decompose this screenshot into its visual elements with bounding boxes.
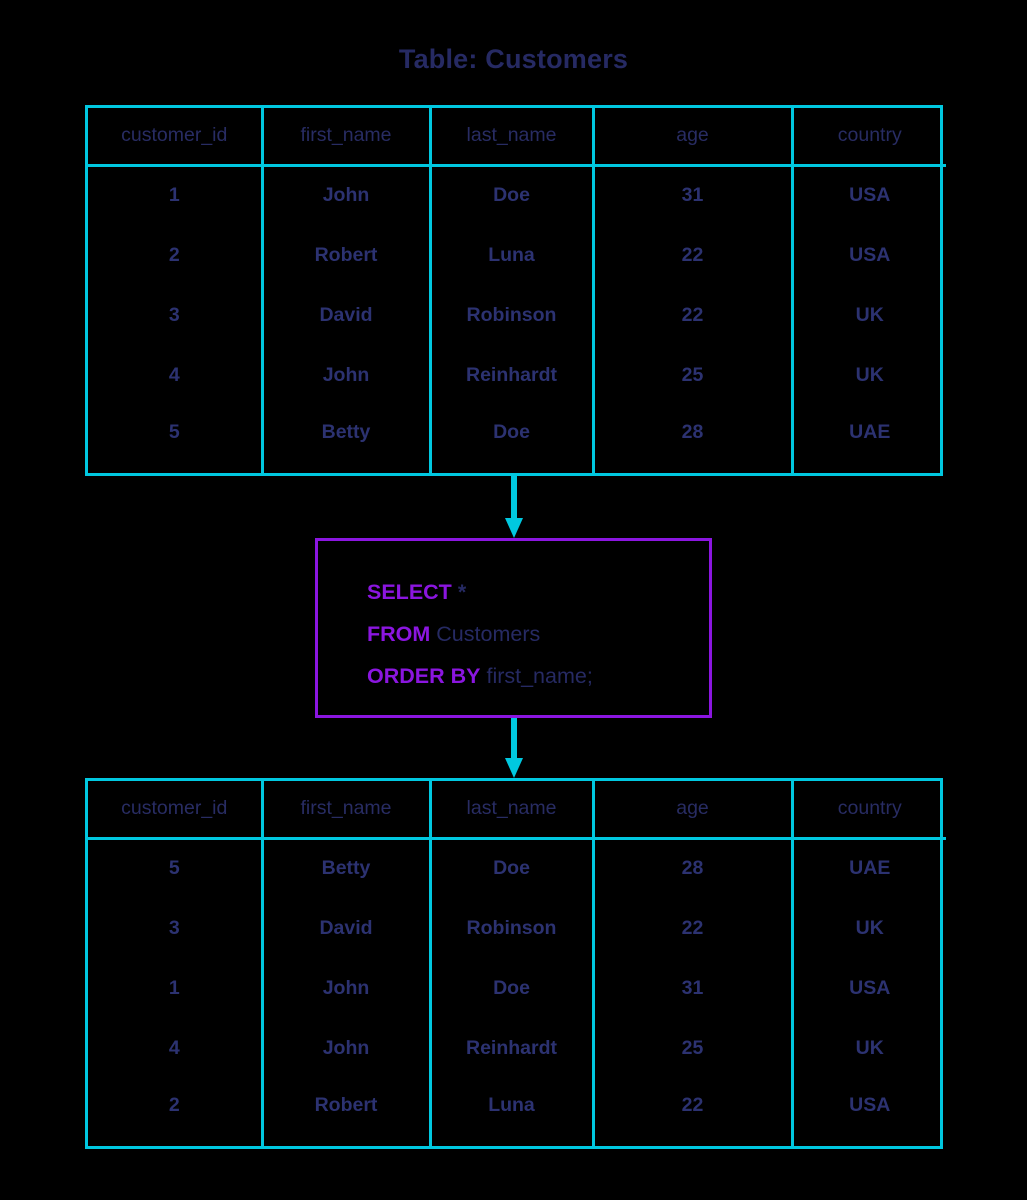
cell-country: UK: [855, 303, 884, 326]
cell-first-name: David: [262, 898, 432, 958]
table-row: 2 Robert Luna 22 USA: [88, 225, 946, 285]
cell-country: UK: [855, 916, 884, 939]
column-header-country: country: [792, 108, 946, 167]
table-row: 3 David Robinson 22 UK: [88, 898, 946, 958]
table-row: 1 John Doe 31 USA: [88, 165, 946, 225]
column-header-customer-id: customer_id: [88, 108, 264, 167]
cell-first-name: Betty: [262, 405, 432, 473]
cell-customer-id: 2: [88, 225, 264, 285]
cell-first-name: John: [262, 1018, 432, 1078]
column-header-first-name: first_name: [262, 781, 432, 840]
result-table-grid: customer_id first_name last_name age cou…: [88, 781, 946, 1146]
cell-last-name: Doe: [430, 405, 595, 473]
cell-customer-id: 1: [88, 958, 264, 1018]
cell-customer-id: 3: [88, 285, 264, 345]
cell-age: 31: [593, 165, 794, 225]
page-title: Table: Customers: [398, 44, 629, 74]
sql-line-order-by: ORDER BY first_name;: [367, 655, 593, 697]
table-row: 1 John Doe 31 USA: [88, 958, 946, 1018]
cell-last-name: Doe: [430, 165, 595, 225]
cell-last-name: Reinhardt: [430, 345, 595, 405]
cell-country: USA: [849, 976, 891, 999]
cell-last-name: Doe: [430, 958, 595, 1018]
cell-customer-id: 5: [88, 405, 264, 473]
cell-customer-id: 4: [88, 1018, 264, 1078]
sql-keyword-from: FROM: [367, 622, 431, 646]
cell-age: 22: [593, 898, 794, 958]
cell-country: USA: [849, 243, 891, 266]
cell-first-name: Robert: [262, 225, 432, 285]
result-table: customer_id first_name last_name age cou…: [85, 778, 946, 1149]
cell-age: 28: [593, 405, 794, 473]
arrow-down-icon: [504, 474, 524, 540]
cell-customer-id: 3: [88, 898, 264, 958]
column-header-first-name: first_name: [262, 108, 432, 167]
cell-age: 22: [593, 225, 794, 285]
sql-line-from: FROM Customers: [367, 613, 593, 655]
column-header-last-name: last_name: [430, 781, 595, 840]
cell-country: UK: [855, 363, 884, 386]
cell-last-name: Luna: [430, 225, 595, 285]
table-header-row: customer_id first_name last_name age cou…: [88, 108, 946, 167]
cell-first-name: Robert: [262, 1078, 432, 1146]
sql-keyword-select: SELECT: [367, 580, 452, 604]
cell-customer-id: 5: [88, 838, 264, 898]
sql-operand-column: first_name;: [486, 664, 593, 688]
cell-last-name: Doe: [430, 838, 595, 898]
cell-age: 22: [593, 1078, 794, 1146]
source-table-grid: customer_id first_name last_name age cou…: [88, 108, 946, 473]
sql-line-select: SELECT *: [367, 571, 593, 613]
source-table: customer_id first_name last_name age cou…: [85, 105, 946, 476]
cell-country: UK: [855, 1036, 884, 1059]
cell-last-name: Robinson: [430, 898, 595, 958]
cell-last-name: Reinhardt: [430, 1018, 595, 1078]
cell-first-name: Betty: [262, 838, 432, 898]
cell-age: 25: [593, 345, 794, 405]
sql-operand-table: Customers: [436, 622, 541, 646]
sql-keyword-order-by: ORDER BY: [367, 664, 481, 688]
table-row: 2 Robert Luna 22 USA: [88, 1078, 946, 1146]
column-header-last-name: last_name: [430, 108, 595, 167]
column-header-customer-id: customer_id: [88, 781, 264, 840]
table-header-row: customer_id first_name last_name age cou…: [88, 781, 946, 840]
sql-operand-star: *: [457, 580, 467, 604]
cell-first-name: John: [262, 958, 432, 1018]
column-header-country: country: [792, 781, 946, 840]
cell-last-name: Luna: [430, 1078, 595, 1146]
cell-age: 25: [593, 1018, 794, 1078]
cell-customer-id: 4: [88, 345, 264, 405]
sql-query-text: SELECT * FROM Customers ORDER BY first_n…: [367, 571, 593, 697]
column-header-age: age: [593, 108, 794, 167]
cell-first-name: John: [262, 165, 432, 225]
table-row: 4 John Reinhardt 25 UK: [88, 1018, 946, 1078]
cell-country: UAE: [849, 857, 891, 880]
cell-last-name: Robinson: [430, 285, 595, 345]
column-header-age: age: [593, 781, 794, 840]
table-row: 4 John Reinhardt 25 UK: [88, 345, 946, 405]
cell-country: USA: [849, 1094, 891, 1116]
cell-age: 28: [593, 838, 794, 898]
cell-age: 22: [593, 285, 794, 345]
cell-age: 31: [593, 958, 794, 1018]
sql-query-box: SELECT * FROM Customers ORDER BY first_n…: [315, 538, 712, 718]
table-row: 5 Betty Doe 28 UAE: [88, 405, 946, 473]
arrow-down-icon: [504, 718, 524, 780]
cell-first-name: John: [262, 345, 432, 405]
cell-first-name: David: [262, 285, 432, 345]
cell-customer-id: 1: [88, 165, 264, 225]
table-row: 3 David Robinson 22 UK: [88, 285, 946, 345]
table-row: 5 Betty Doe 28 UAE: [88, 838, 946, 898]
cell-customer-id: 2: [88, 1078, 264, 1146]
cell-country: USA: [849, 184, 891, 207]
cell-country: UAE: [849, 421, 891, 443]
